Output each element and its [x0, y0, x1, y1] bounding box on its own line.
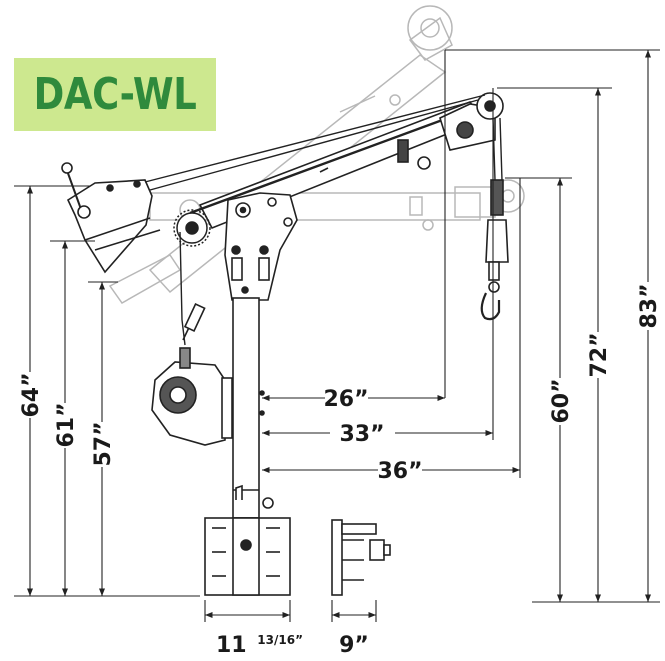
dim-label-33: 33” — [339, 422, 384, 447]
pivot-head — [224, 192, 298, 301]
base-plate-front — [204, 517, 291, 596]
dim-label-26: 26” — [323, 387, 368, 412]
ghost-boom-positions — [108, 5, 525, 304]
dim-label-61: 61” — [54, 402, 79, 447]
dim-label-57: 57” — [91, 421, 116, 466]
hook-assembly — [480, 179, 509, 321]
dim-label-83: 83” — [637, 283, 662, 328]
model-label: DAC-WL — [33, 69, 197, 120]
dim-label-72: 72” — [587, 332, 612, 377]
dim-label-base-width: 11 13/16” — [216, 633, 303, 658]
dim-label-64: 64” — [19, 372, 44, 417]
dim-label-base-width-whole: 11 — [216, 633, 247, 658]
mast — [232, 297, 274, 519]
rear-arm — [61, 162, 161, 274]
dim-label-base-depth: 9” — [339, 633, 369, 658]
dimension-lines — [14, 49, 660, 622]
dim-label-base-width-fraction: 13/16” — [257, 633, 303, 647]
dim-label-36: 36” — [377, 459, 422, 484]
model-badge: DAC-WL — [14, 58, 216, 131]
winch — [151, 302, 233, 446]
dim-label-60: 60” — [549, 378, 574, 423]
base-plate-side — [331, 519, 391, 596]
gear-wheel — [173, 209, 211, 247]
